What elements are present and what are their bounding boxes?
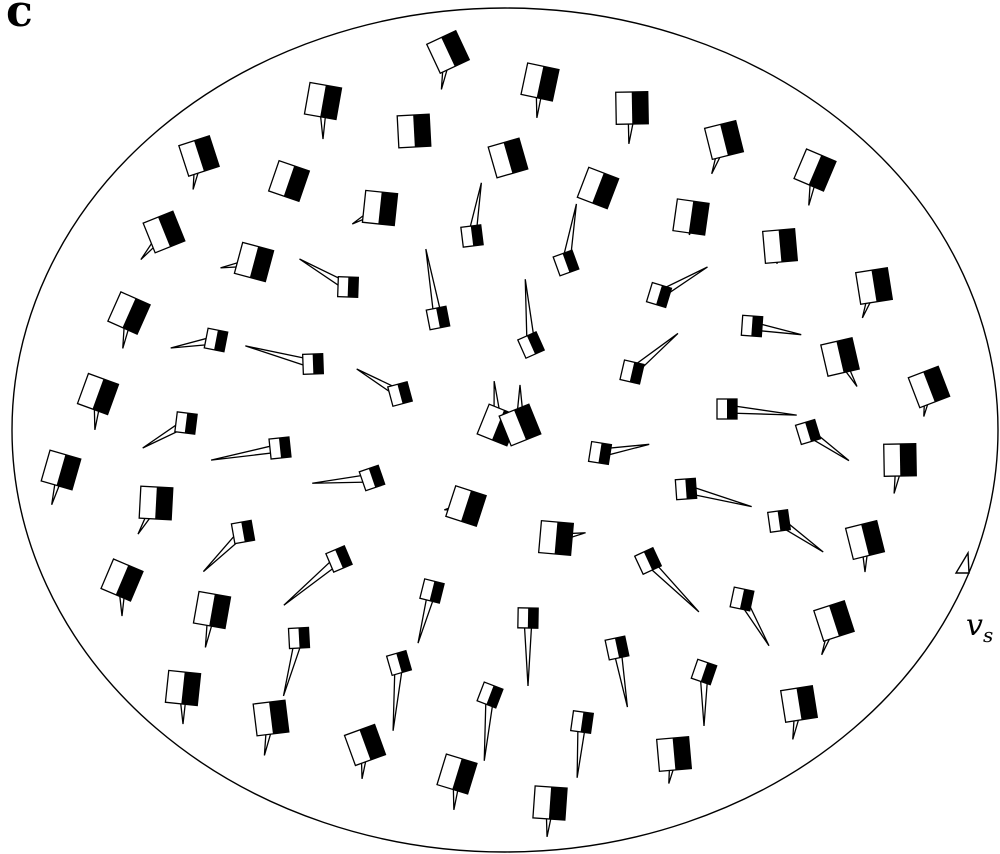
- molecule-marker: [171, 328, 228, 351]
- velocity-subscript: s: [983, 623, 993, 647]
- molecule-marker: [426, 249, 450, 330]
- flow-direction-arrow-icon: [956, 553, 969, 573]
- molecule-marker: [203, 520, 254, 571]
- molecule-marker: [304, 82, 341, 139]
- molecule-marker: [705, 121, 744, 174]
- panel-label: c: [6, 0, 33, 37]
- molecule-marker: [437, 754, 477, 810]
- molecule-marker: [283, 627, 309, 695]
- molecule-marker: [589, 442, 650, 465]
- molecule-marker: [427, 31, 470, 90]
- molecule-marker: [245, 346, 323, 374]
- molecule-marker: [41, 450, 81, 505]
- molecule-marker: [300, 259, 359, 297]
- molecule-marker: [521, 63, 559, 118]
- velocity-label: vs: [966, 608, 993, 647]
- molecule-marker: [741, 315, 801, 336]
- molecule-marker: [657, 737, 692, 784]
- molecule-marker: [571, 711, 594, 778]
- molecule-marker: [768, 510, 824, 552]
- molecule-marker: [539, 521, 586, 556]
- molecule-marker: [518, 279, 544, 358]
- molecule-marker: [763, 229, 798, 264]
- molecule-marker: [444, 486, 486, 526]
- molecule-marker: [616, 92, 649, 144]
- molecule-marker: [605, 636, 629, 707]
- molecule-marker: [418, 579, 444, 643]
- molecule-marker: [193, 591, 230, 647]
- molecule-marker: [357, 369, 413, 406]
- molecule-marker: [577, 167, 618, 208]
- molecule-marker: [108, 292, 150, 349]
- molecule-marker: [165, 670, 200, 724]
- molecule-marker: [518, 608, 538, 686]
- molecule-marker: [101, 559, 143, 616]
- molecule-marker: [620, 333, 678, 384]
- molecule-marker: [143, 412, 197, 448]
- molecule-marker: [846, 521, 885, 572]
- velocity-symbol: v: [966, 608, 983, 643]
- molecule-marker: [138, 486, 173, 534]
- molecule-marker: [312, 465, 384, 490]
- molecule-marker: [730, 587, 769, 646]
- molecule-marker: [796, 420, 849, 461]
- molecule-marker: [856, 268, 893, 318]
- molecule-marker: [253, 700, 289, 755]
- molecule-marker: [884, 444, 917, 494]
- molecule-marker: [344, 724, 385, 778]
- molecule-marker: [461, 183, 483, 247]
- molecule-marker: [488, 138, 528, 178]
- molecule-marker: [269, 161, 310, 202]
- molecule-marker: [533, 786, 567, 837]
- molecule-marker: [717, 399, 797, 419]
- molecule-marker: [673, 199, 709, 235]
- molecule-marker: [553, 204, 579, 276]
- molecule-marker: [675, 478, 751, 506]
- molecule-marker: [284, 546, 352, 605]
- molecule-marker: [397, 114, 431, 148]
- molecule-marker: [352, 190, 397, 225]
- molecule-marker: [211, 437, 291, 460]
- molecule-marker: [691, 659, 716, 726]
- molecule-marker: [477, 682, 503, 761]
- molecule-marker: [141, 211, 185, 259]
- molecule-marker: [794, 149, 836, 205]
- molecule-marker: [647, 267, 708, 307]
- molecule-marker: [179, 136, 219, 190]
- molecule-marker: [781, 686, 818, 740]
- molecule-marker: [221, 242, 274, 281]
- molecule-marker: [814, 601, 854, 655]
- molecule-markers: [41, 31, 949, 837]
- molecule-marker: [387, 651, 412, 731]
- molecule-marker: [77, 373, 118, 429]
- molecule-marker: [635, 548, 699, 612]
- molecule-marker: [821, 338, 859, 387]
- molecule-marker: [908, 366, 949, 416]
